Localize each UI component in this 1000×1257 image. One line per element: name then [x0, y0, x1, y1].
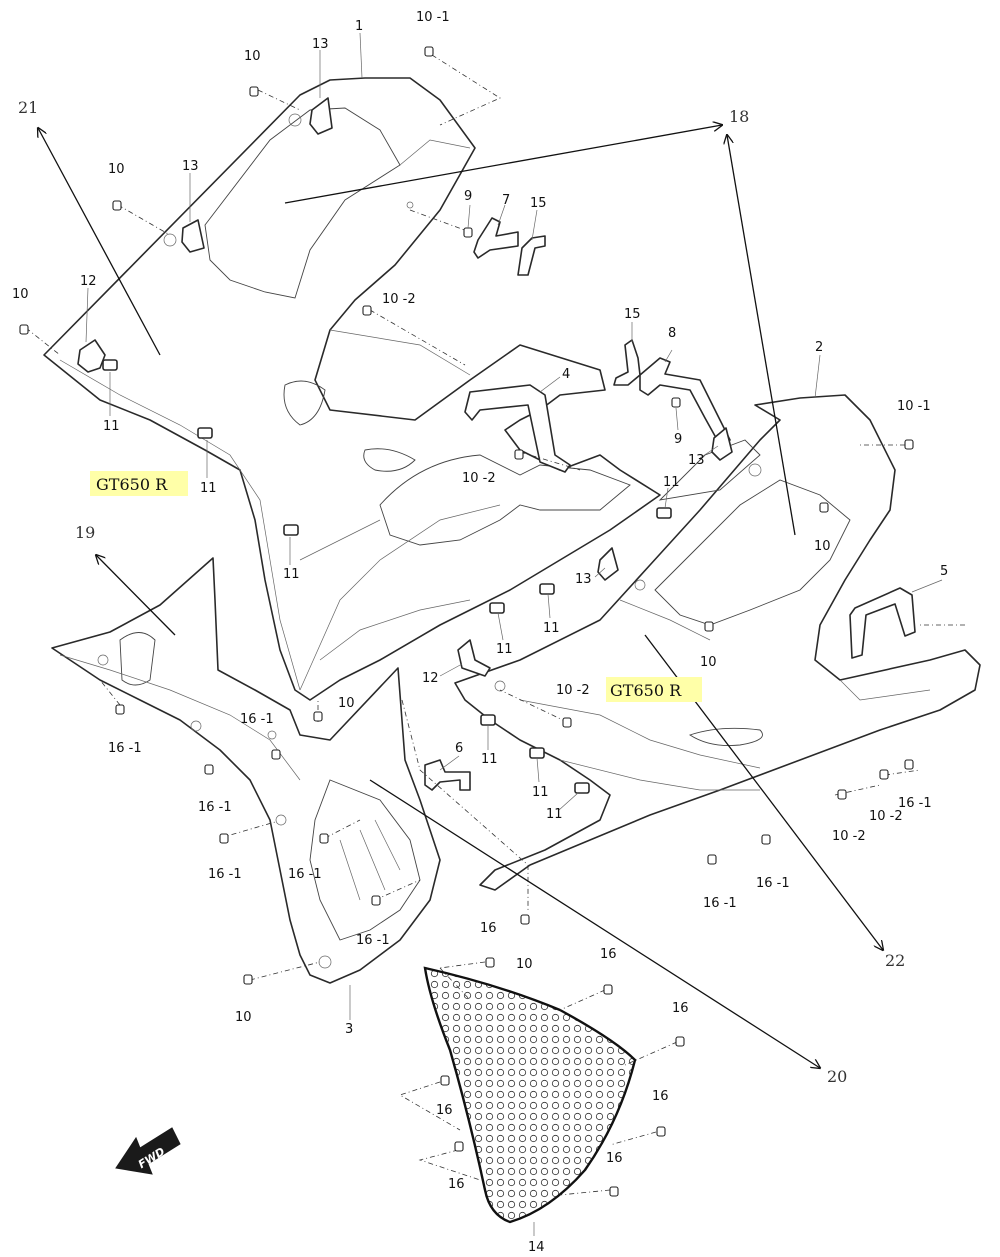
callout-10-2e: 10 -2: [832, 829, 866, 844]
callout-16b: 16: [600, 947, 617, 962]
ref-18: 18: [729, 107, 749, 126]
callout-11a: 11: [103, 419, 120, 434]
part-4-stay-bracket: [464, 384, 571, 473]
callout-16-1i: 16 -1: [898, 796, 932, 811]
part-15-clip-b: [613, 339, 641, 386]
callout-9b: 9: [674, 432, 682, 447]
callout-11b: 11: [200, 481, 217, 496]
part-12-clip-b: [457, 639, 491, 677]
callout-16-1a: 16 -1: [240, 712, 274, 727]
callout-16e: 16: [652, 1089, 669, 1104]
callout-9a: 9: [464, 189, 472, 204]
part-2-right-fairing: [454, 394, 981, 891]
callout-8: 8: [668, 326, 676, 341]
callout-11i: 11: [546, 807, 563, 822]
callout-15a: 15: [530, 196, 547, 211]
svg-text:GT650 R: GT650 R: [96, 475, 168, 494]
bolts: [19, 46, 914, 1197]
callout-13d: 13: [575, 572, 592, 587]
callout-10f: 10: [338, 696, 355, 711]
part-3-lower-left-panel: [51, 557, 441, 984]
callout-10h: 10: [235, 1010, 252, 1025]
callout-12b: 12: [422, 671, 439, 686]
part-8-bracket: [639, 357, 731, 446]
callout-16-1g: 16 -1: [703, 896, 737, 911]
callout-16-1f: 16 -1: [356, 933, 390, 948]
part-7-bracket: [473, 217, 519, 259]
ref-21: 21: [18, 98, 38, 117]
callout-2: 2: [815, 340, 823, 355]
callout-10-2c: 10 -2: [556, 683, 590, 698]
callout-10c: 10: [12, 287, 29, 302]
callout-11g: 11: [481, 752, 498, 767]
dashed-leaders: [25, 54, 965, 1196]
callout-12a: 12: [80, 274, 97, 289]
part-6-stay-bracket: [424, 759, 471, 791]
callout-14: 14: [528, 1240, 545, 1255]
part-5-stay-bracket: [849, 587, 916, 659]
reference-labels: 21 18 19 22 20: [18, 98, 905, 1086]
callout-16c: 16: [672, 1001, 689, 1016]
callout-1: 1: [355, 19, 363, 34]
callout-10-2d: 10 -2: [869, 809, 903, 824]
callout-16a: 16: [480, 921, 497, 936]
callout-16-1b: 16 -1: [108, 741, 142, 756]
callout-10-2a: 10 -2: [382, 292, 416, 307]
callout-16f: 16: [448, 1177, 465, 1192]
callout-15b: 15: [624, 307, 641, 322]
callout-11c: 11: [283, 567, 300, 582]
callout-leaders: [85, 32, 943, 1236]
callout-10-1a: 10 -1: [416, 10, 450, 25]
ref-19: 19: [75, 523, 95, 542]
callout-11f: 11: [496, 642, 513, 657]
model-tag-left: GT650 R: [90, 471, 188, 496]
callout-16-1d: 16 -1: [208, 867, 242, 882]
part-15-clip-a: [517, 235, 546, 276]
callout-7: 7: [502, 193, 510, 208]
callout-16-1h: 16 -1: [756, 876, 790, 891]
callout-16d: 16: [436, 1103, 453, 1118]
part-12-clip-a: [77, 339, 106, 373]
callout-11e: 11: [543, 621, 560, 636]
callout-labels: 1 2 3 4 5 6 7 8 9 9 10 10 10 10 10 10 10…: [12, 10, 948, 1255]
callout-4: 4: [562, 367, 570, 382]
callout-10a: 10: [244, 49, 261, 64]
callout-13a: 13: [312, 37, 329, 52]
model-tag-right: GT650 R: [606, 677, 702, 702]
svg-text:GT650 R: GT650 R: [610, 681, 682, 700]
callout-10b: 10: [108, 162, 125, 177]
callout-6: 6: [455, 741, 463, 756]
ref-20: 20: [827, 1067, 847, 1086]
reference-arrows: [38, 125, 883, 1068]
callout-3: 3: [345, 1022, 353, 1037]
part-1-left-upper-fairing: [43, 77, 661, 701]
callout-11d: 11: [663, 475, 680, 490]
fwd-arrow: FWD: [115, 1127, 181, 1175]
callout-11h: 11: [532, 785, 549, 800]
callout-10-2b: 10 -2: [462, 471, 496, 486]
callout-16-1e: 16 -1: [288, 867, 322, 882]
callout-13c: 13: [688, 453, 705, 468]
callout-10d: 10: [814, 539, 831, 554]
callout-16g: 16: [606, 1151, 623, 1166]
callout-5: 5: [940, 564, 948, 579]
callout-10e: 10: [700, 655, 717, 670]
ref-22: 22: [885, 951, 905, 970]
callout-10g: 10: [516, 957, 533, 972]
callout-10-1b: 10 -1: [897, 399, 931, 414]
callout-13b: 13: [182, 159, 199, 174]
callout-16-1c: 16 -1: [198, 800, 232, 815]
